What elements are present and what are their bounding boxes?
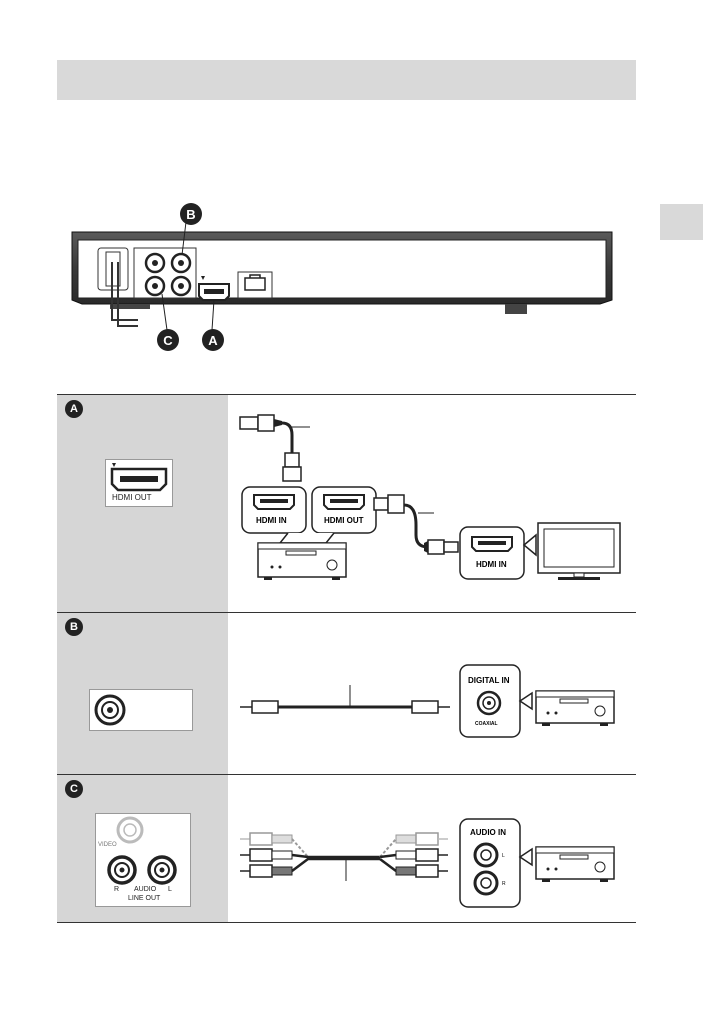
rca-plug-right-white xyxy=(396,833,448,845)
rca-plug-left-red xyxy=(240,849,292,861)
channel-l-label: L xyxy=(502,853,505,859)
callout-badge-b: B xyxy=(180,203,202,225)
hdmi-out-label: HDMI OUT xyxy=(112,493,152,502)
hdmi-out-port: HDMI OUT xyxy=(105,459,173,507)
hdmi-plug-icon xyxy=(283,453,301,481)
coaxial-label: COAXIAL xyxy=(475,721,498,727)
hdmi-plug-icon xyxy=(374,495,404,513)
av-receiver-icon xyxy=(536,691,614,726)
line-out-label: LINE OUT xyxy=(128,895,160,902)
av-receiver-icon xyxy=(258,543,346,580)
rca-jack-icon xyxy=(478,692,500,714)
hdmi-in-label-2: HDMI IN xyxy=(476,560,507,569)
audio-l-label: L xyxy=(168,886,172,893)
row-badge-a: A xyxy=(65,400,83,418)
line-out-ports: VIDEO R AUDIO L LINE OUT xyxy=(95,813,191,907)
tv-icon xyxy=(538,523,620,580)
row-hdmi: A HDMI OUT xyxy=(57,394,636,613)
rca-plug-right-red xyxy=(396,849,448,861)
rca-jack-icon xyxy=(149,857,175,883)
rca-plug-right-gray xyxy=(396,865,448,877)
callout-badge-a: A xyxy=(202,329,224,351)
rca-jack-icon xyxy=(109,857,135,883)
rca-jack-icon xyxy=(96,696,124,724)
lan-port-icon xyxy=(238,272,272,298)
channel-r-label: R xyxy=(502,881,506,887)
video-label: VIDEO xyxy=(98,842,117,848)
rca-plug-left-gray xyxy=(240,865,292,877)
hdmi-in-label-1: HDMI IN xyxy=(256,516,287,525)
player-rear-panel xyxy=(0,190,703,380)
coaxial-cable-icon xyxy=(240,685,450,713)
table-bottom-rule xyxy=(57,922,636,923)
digital-in-label: DIGITAL IN xyxy=(468,676,510,685)
coaxial-out-port xyxy=(89,689,193,731)
rca-jack-icon xyxy=(475,872,497,894)
row-badge-b: B xyxy=(65,618,83,636)
rca-plug-left-white xyxy=(240,833,292,845)
hdmi-plug-icon xyxy=(424,540,458,554)
callout-badge-c: C xyxy=(157,329,179,351)
hdmi-plug-icon xyxy=(240,415,282,431)
av-receiver-icon xyxy=(536,847,614,882)
section-title-bar xyxy=(57,60,636,100)
audio-r-label: R xyxy=(114,886,119,893)
row-badge-c: C xyxy=(65,780,83,798)
connection-table: A HDMI OUT xyxy=(57,394,636,923)
row-analog-audio: C xyxy=(57,774,636,923)
rca-jack-icon xyxy=(118,818,142,842)
row-coaxial: B xyxy=(57,612,636,775)
rca-jack-icon xyxy=(475,844,497,866)
audio-in-label: AUDIO IN xyxy=(470,828,506,837)
hdmi-out-label-2: HDMI OUT xyxy=(324,516,364,525)
audio-label: AUDIO xyxy=(134,886,156,893)
